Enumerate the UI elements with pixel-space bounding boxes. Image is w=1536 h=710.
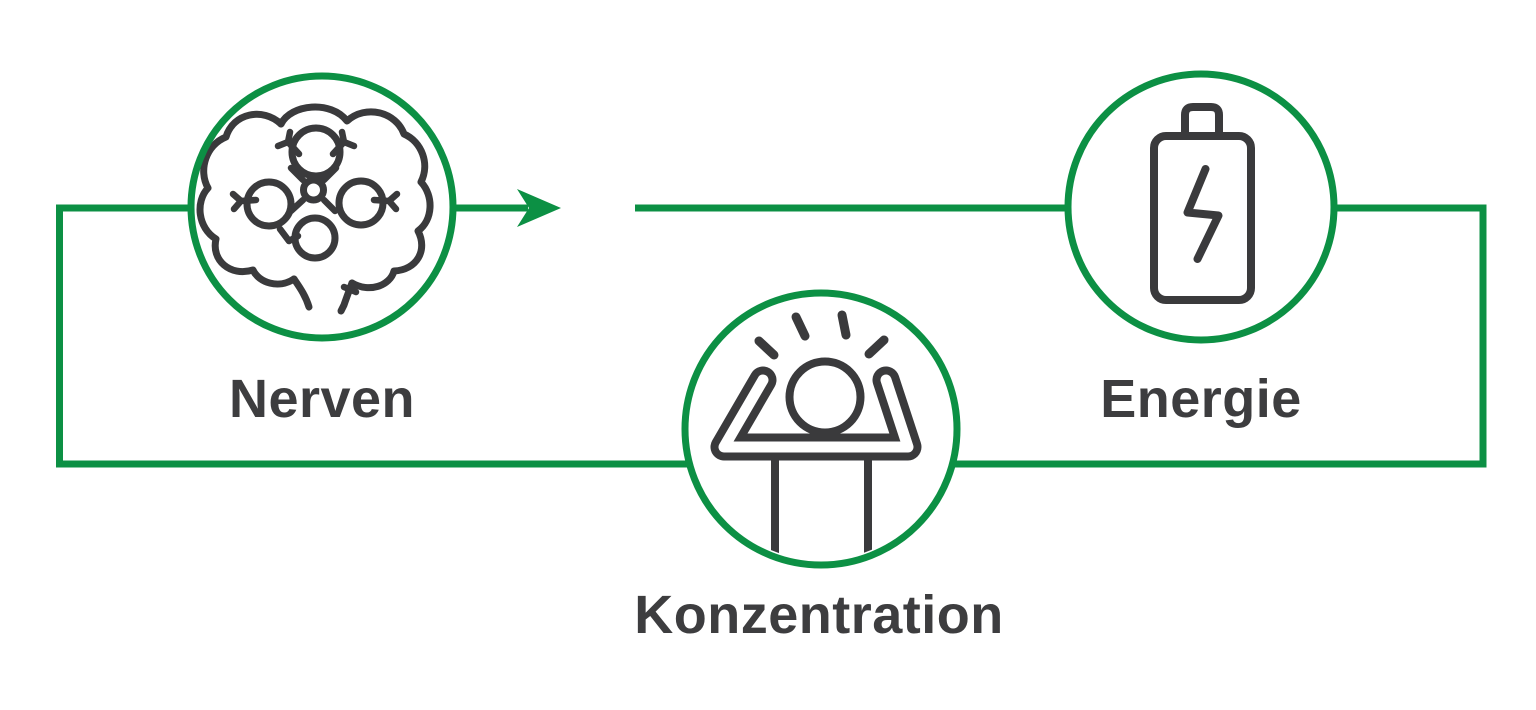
battery-charging-icon	[1150, 103, 1255, 304]
node-energie-fill	[1068, 74, 1334, 340]
stressed-person-icon	[710, 310, 922, 560]
node-nerven	[187, 72, 457, 342]
arrowhead-icon	[517, 189, 561, 227]
node-konzentration	[681, 289, 961, 569]
label-konzentration: Konzentration	[634, 585, 1004, 645]
brain-neuron-icon	[196, 103, 434, 315]
person-arms-inner	[718, 374, 914, 453]
person-torso	[771, 458, 872, 560]
label-energie: Energie	[1100, 369, 1302, 429]
stress-dashes	[754, 310, 889, 360]
label-nerven: Nerven	[228, 369, 416, 429]
node-konzentration-ring	[681, 289, 961, 569]
person-head	[785, 357, 865, 437]
node-nerven-ring	[187, 72, 457, 342]
node-energie-ring	[1064, 70, 1338, 344]
lightning-bolt-icon	[1183, 165, 1223, 263]
node-energie	[1064, 70, 1338, 344]
